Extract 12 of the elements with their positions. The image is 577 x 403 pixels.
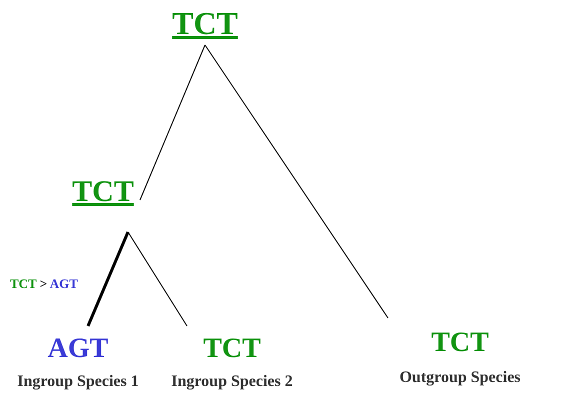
- tree-branch: [86, 231, 130, 327]
- leaf-sequence: AGT: [48, 332, 108, 366]
- ancestral-sequence: TCT: [72, 174, 134, 210]
- species-label: Ingroup Species 1: [17, 372, 139, 392]
- tree-branch: [128, 232, 188, 326]
- tree-branch: [204, 44, 388, 318]
- species-label: Outgroup Species: [399, 368, 521, 388]
- tree-branch: [140, 44, 206, 200]
- leaf-sequence: TCT: [203, 332, 261, 366]
- ancestral-sequence: TCT: [172, 4, 238, 43]
- leaf-sequence: TCT: [431, 326, 489, 360]
- species-label: Ingroup Species 2: [171, 372, 293, 392]
